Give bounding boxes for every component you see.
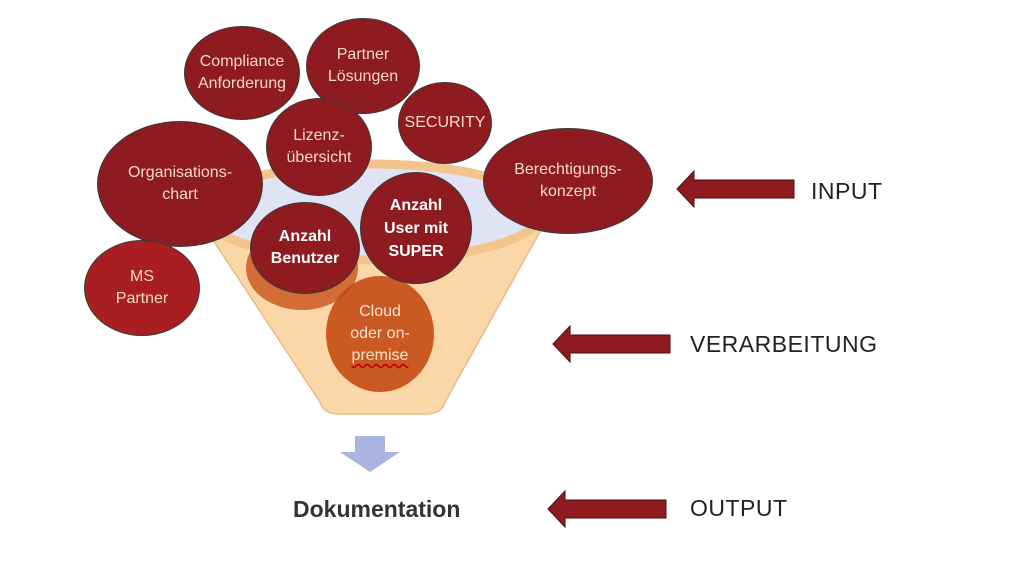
bubble-anzahl-benutzer-text: Anzahl Benutzer xyxy=(270,228,340,267)
dokumentation-title: Dokumentation xyxy=(293,496,461,522)
bubble-organisation: Organisations- chart xyxy=(97,121,263,247)
bubble-ms-partner: MS Partner xyxy=(84,240,200,336)
down-arrow-icon xyxy=(340,436,400,472)
bubble-anzahl-user-super: Anzahl User mit SUPER xyxy=(360,172,472,284)
bubble-cloud-text: Cloud oder on-premise xyxy=(350,301,410,367)
bubble-lizenz: Lizenz- übersicht xyxy=(266,98,372,196)
bubble-anzahl-user-super-text: Anzahl User mit SUPER xyxy=(383,196,449,260)
bubble-compliance-text: Compliance Anforderung xyxy=(197,53,287,92)
bubble-compliance: Compliance Anforderung xyxy=(184,26,300,120)
output-label: OUTPUT xyxy=(690,495,788,521)
output-arrow-icon xyxy=(547,489,667,529)
bubble-partner-loesungen: Partner Lösungen xyxy=(306,18,420,114)
bubble-cloud-text-2: premise xyxy=(351,347,409,364)
verarbeitung-label: VERARBEITUNG xyxy=(690,331,878,357)
input-arrow-icon xyxy=(676,169,795,209)
bubble-anzahl-benutzer: Anzahl Benutzer xyxy=(250,202,360,294)
bubble-berechtigung: Berechtigungs- konzept xyxy=(483,128,653,234)
verarbeitung-arrow-icon xyxy=(552,324,671,364)
bubble-berechtigung-text: Berechtigungs- konzept xyxy=(514,161,622,200)
bubble-lizenz-text: Lizenz- übersicht xyxy=(286,127,352,166)
bubble-partner-loesungen-text: Partner Lösungen xyxy=(327,46,399,85)
input-label: INPUT xyxy=(811,178,883,204)
bubble-security-text: SECURITY xyxy=(404,114,486,131)
bubble-ms-partner-text: MS Partner xyxy=(115,268,169,307)
bubble-security: SECURITY xyxy=(398,82,492,164)
bubble-organisation-text: Organisations- chart xyxy=(127,164,233,203)
bubble-cloud: Cloud oder on-premise xyxy=(326,276,434,392)
bubble-cloud-text-1: Cloud oder on- xyxy=(350,303,410,342)
